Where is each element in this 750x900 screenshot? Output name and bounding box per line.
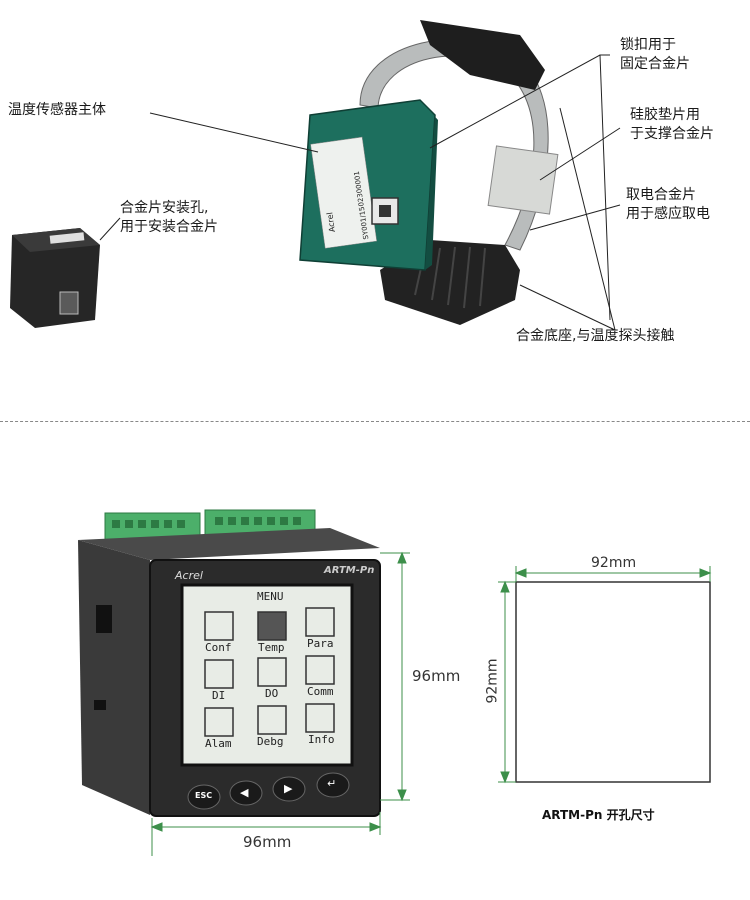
callout-buckle-line2: 固定合金片: [620, 56, 690, 72]
menu-item-do[interactable]: DO: [265, 687, 279, 700]
enter-button[interactable]: ↵: [327, 777, 337, 790]
sensor-mount-hole: [371, 197, 399, 225]
cutout-caption: ARTM-Pn 开孔尺寸: [542, 808, 655, 822]
device-height-dim: 96mm: [412, 667, 461, 685]
callout-sensor-body: 温度传感器主体: [8, 102, 106, 118]
menu-title: MENU: [257, 590, 284, 603]
menu-item-alam[interactable]: Alam: [205, 737, 232, 750]
top-clamp: [420, 20, 545, 90]
menu-item-temp[interactable]: Temp: [258, 641, 285, 654]
menu-item-conf[interactable]: Conf: [205, 641, 232, 654]
esc-button[interactable]: ESC: [195, 791, 213, 800]
device-brand: Acrel: [175, 569, 203, 582]
device-side: [78, 540, 150, 815]
callout-buckle-line1: 锁扣用于: [620, 37, 676, 53]
sensor-label-brand: Acrel: [325, 212, 337, 233]
menu-item-para[interactable]: Para: [307, 637, 334, 650]
menu-item-info[interactable]: Info: [308, 733, 335, 746]
callout-mount-line2: 用于安装合金片: [120, 219, 218, 235]
right-button[interactable]: ▶: [284, 782, 293, 795]
menu-item-debg[interactable]: Debg: [257, 735, 284, 748]
callout-power-line1: 取电合金片: [626, 187, 696, 203]
device-model: ARTM-Pn: [324, 565, 375, 576]
cutout-square: [515, 581, 711, 783]
menu-item-di[interactable]: DI: [212, 689, 226, 702]
callout-silicone-line1: 硅胶垫片用: [630, 107, 700, 123]
sensor-label-sticker: [310, 136, 377, 249]
callout-base: 合金底座,与温度探头接触: [516, 328, 675, 344]
callout-mount-line1: 合金片安装孔,: [120, 200, 209, 216]
cutout-height-dim: 92mm: [484, 658, 501, 704]
section-divider: [0, 421, 750, 422]
left-button[interactable]: ◀: [240, 786, 249, 799]
device-width-dim: 96mm: [243, 833, 292, 851]
silicone-pad: [487, 145, 559, 215]
cutout-width-dim: 92mm: [591, 555, 637, 571]
callout-silicone-line2: 于支撑合金片: [630, 126, 714, 142]
menu-item-comm[interactable]: Comm: [307, 685, 334, 698]
device-button-row: [187, 772, 350, 810]
callout-power-line2: 用于感应取电: [626, 206, 710, 222]
sensor-illustration: Acrel SY001/1502300001: [10, 20, 621, 331]
